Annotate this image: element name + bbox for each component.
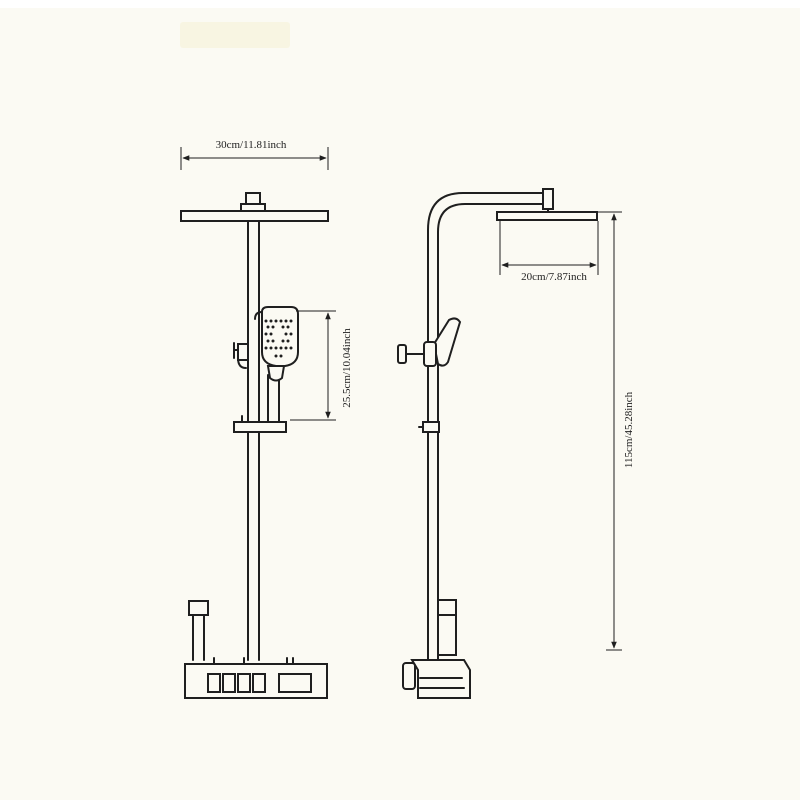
width-label: 30cm/11.81inch xyxy=(216,139,287,151)
side-hand-shower xyxy=(432,317,462,367)
front-tub-spout xyxy=(188,600,209,661)
side-control-shelf xyxy=(402,659,471,699)
side-diverter-knob xyxy=(397,341,437,367)
front-riser-pipe xyxy=(247,220,260,661)
total-height-label: 115cm/45.28inch xyxy=(623,391,635,468)
control-button-2 xyxy=(222,673,236,693)
side-riser-pipe xyxy=(427,192,547,661)
width-dimension: 30cm/11.81inch xyxy=(180,139,329,170)
control-button-4 xyxy=(252,673,266,693)
faded-watermark xyxy=(180,22,290,48)
front-view: 30cm/11.81inch xyxy=(180,139,353,699)
control-button-1 xyxy=(207,673,221,693)
handheld-height-dimension: 25.5cm/10.04inch xyxy=(290,310,353,421)
head-depth-dimension: 20cm/7.87inch xyxy=(499,221,599,283)
side-control-knob xyxy=(402,662,416,690)
slide-holder xyxy=(233,421,287,433)
side-slide-holder xyxy=(422,421,440,433)
control-display-panel xyxy=(278,673,312,693)
hand-shower xyxy=(254,306,299,424)
total-height-dimension: 115cm/45.28inch xyxy=(598,211,635,651)
side-view: 20cm/7.87inch xyxy=(397,188,635,699)
head-depth-label: 20cm/7.87inch xyxy=(521,271,587,283)
front-diverter-knob xyxy=(233,342,249,369)
rain-shower-head xyxy=(180,192,329,222)
front-control-shelf xyxy=(184,657,328,699)
hand-shower-nozzles xyxy=(264,319,293,358)
handheld-height-label: 25.5cm/10.04inch xyxy=(341,328,353,408)
top-border-strip xyxy=(0,0,800,8)
control-button-3 xyxy=(237,673,251,693)
side-tub-spout xyxy=(437,599,457,656)
side-rain-head xyxy=(496,188,598,221)
